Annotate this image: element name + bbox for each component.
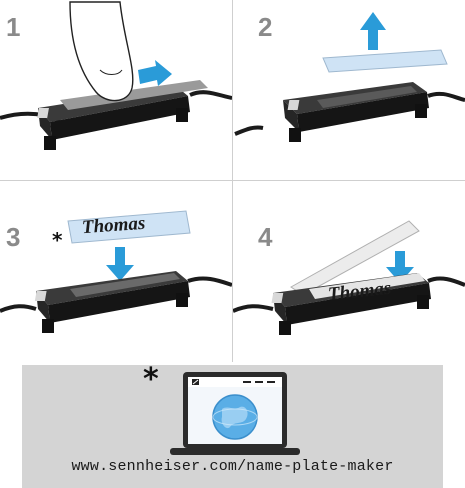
step-2-illustration bbox=[233, 0, 465, 180]
step-1-illustration bbox=[0, 0, 232, 180]
step-3-panel bbox=[0, 181, 232, 362]
step-3-illustration bbox=[0, 181, 232, 362]
step-4-panel bbox=[233, 181, 465, 362]
finger-icon bbox=[70, 2, 133, 101]
remote-control-icon bbox=[283, 82, 429, 142]
name-plate-maker-link[interactable]: www.sennheiser.com/name-plate-maker bbox=[0, 458, 465, 475]
globe-icon bbox=[213, 395, 257, 439]
name-plate-icon bbox=[323, 50, 447, 72]
step-3-plate-text: Thomas bbox=[81, 213, 146, 239]
arrow-right-icon bbox=[138, 60, 172, 86]
step-2-panel bbox=[233, 0, 465, 180]
remote-control-icon bbox=[35, 271, 190, 333]
arrow-down-icon bbox=[106, 247, 134, 281]
step-4-illustration bbox=[233, 181, 465, 362]
footer-asterisk: * bbox=[143, 362, 159, 397]
sennheiser-logo-icon bbox=[192, 379, 199, 385]
arrow-up-icon bbox=[360, 12, 386, 50]
step-1-panel bbox=[0, 0, 232, 180]
